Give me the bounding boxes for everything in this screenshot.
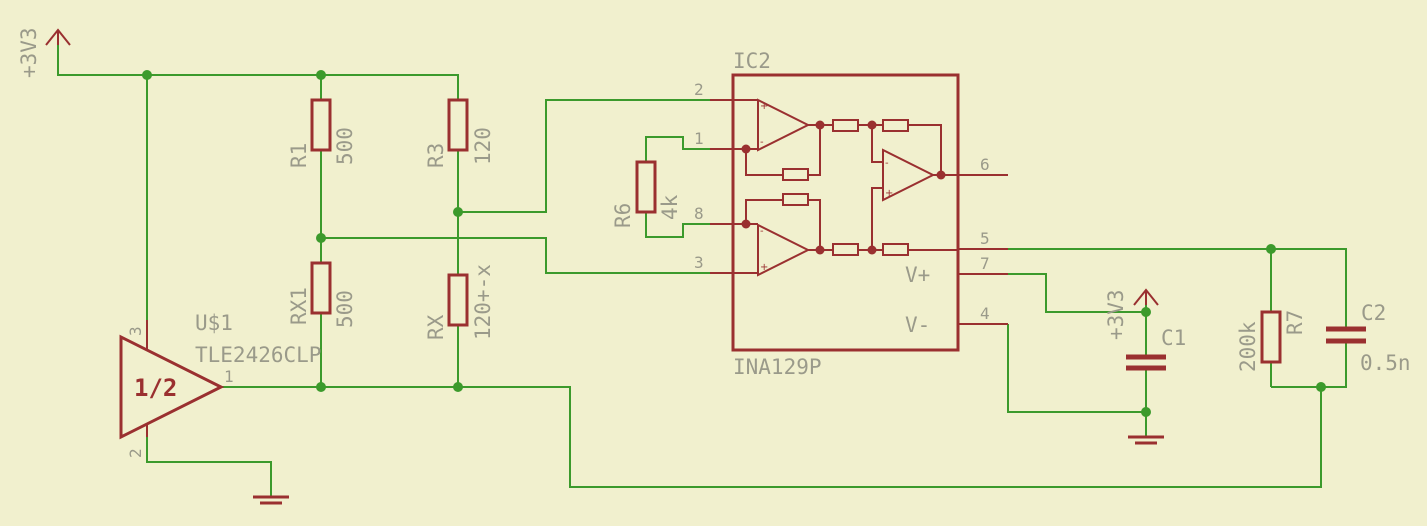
r6-name: R6 [611,203,635,228]
net-wires [57,45,1347,497]
plus-sign: + [760,101,768,112]
junction-dot [1316,382,1326,392]
ic2-value: INA129P [733,355,822,379]
resistor-r1 [310,98,332,152]
ic2-trace [808,125,821,176]
supply-symbols [45,28,1159,306]
junction-dot [453,207,463,217]
ic2-name: IC2 [733,49,771,73]
u1-inner-label: 1/2 [134,374,177,402]
ic2-trace [908,124,942,175]
u1-value: TLE2426CLP [195,343,321,367]
r3-name: R3 [424,143,448,168]
wire-u1-pin2 [146,437,272,497]
ic2-node-dot [936,170,946,180]
ic2-body [731,73,960,352]
wire-supply-rail [57,45,459,100]
ic2-node-dot [867,245,877,255]
junction-dot [1266,244,1276,254]
wire-c2-bottom [1271,343,1347,388]
rx-value: 120+-x [471,264,495,340]
opamp-polarity-marks: + - - + - + [760,101,893,273]
wire-pin4 [1007,324,1146,413]
pin-number: 8 [694,204,704,223]
r6-value: 4k [658,194,682,220]
r7-name: R7 [1283,310,1307,335]
r7-value: 200k [1236,321,1260,372]
pin-number: 6 [980,155,990,174]
wire-c2-top [1271,248,1347,327]
components [119,73,1366,440]
supply-label: +3V3 [1104,289,1128,340]
ic2-internal-dots [741,120,946,255]
ic2-node-dot [741,219,751,229]
wire-to-pin3 [321,237,710,274]
minus-sign: - [760,137,764,148]
r3-value: 120 [471,127,495,165]
ic2-trace [745,199,783,224]
pin-number: 3 [694,253,704,272]
ic2-vplus-label: V+ [905,263,930,287]
minus-sign: - [885,158,889,169]
ic2-node-dot [815,120,825,130]
opamp-a3 [882,148,936,202]
pin-number: 5 [980,229,990,248]
ic2-pins [710,99,1008,325]
ic2-node-dot [741,144,751,154]
minus-sign: - [760,226,764,237]
wire-r6-top [645,136,710,162]
supply-label: +3V3 [17,27,41,78]
plus-sign: + [885,188,893,199]
c1-name: C1 [1161,326,1186,350]
pin-number: 3 [126,326,145,336]
pin-numbers: 3 1 2 2 1 8 3 6 5 7 4 [126,80,990,458]
resistor-rx [447,273,469,327]
junction-dot [142,70,152,80]
pin-number: 4 [980,304,990,323]
pin-number: 7 [980,254,990,273]
pin-number: 2 [126,448,145,458]
c2-name: C2 [1361,301,1386,325]
ic2-node-dot [867,120,877,130]
junction-dot [316,382,326,392]
labels: +3V3 +3V3 R1 500 R3 120 RX1 500 RX 120+-… [17,27,1411,402]
pin-number: 2 [694,80,704,99]
ic2-trace [808,199,821,250]
pin-number: 1 [224,367,234,386]
wire-pin7 [1008,273,1146,313]
opamp-a1 [757,98,811,152]
resistor-rx1 [310,261,332,315]
u1-buffer-triangle [119,334,225,440]
u1-name: U$1 [195,311,233,335]
rx-name: RX [424,314,448,340]
rx1-value: 500 [333,290,357,328]
ic2-vminus-label: V- [905,313,930,337]
junction-dot [1141,307,1151,317]
junction-dot [1141,407,1151,417]
plus-sign: + [760,262,768,273]
c2-value: 0.5n [1360,351,1411,375]
junction-dot [316,70,326,80]
wire-to-pin2 [458,99,710,213]
junction-dot [453,382,463,392]
junctions [142,70,1326,417]
r1-name: R1 [287,143,311,168]
ic2-trace [745,149,783,176]
resistor-r6 [635,160,657,214]
rx1-name: RX1 [287,287,311,325]
ic2-node-dot [815,245,825,255]
r1-value: 500 [333,127,357,165]
resistor-r3 [447,98,469,152]
ic2-trace [871,187,883,250]
ic2-trace [871,125,883,163]
junction-dot [316,233,326,243]
resistor-r7 [1260,310,1282,364]
ground-symbols [253,435,1164,505]
wire-r6-bottom [645,212,710,238]
pin-number: 1 [694,129,704,148]
opamp-a2 [757,223,811,277]
